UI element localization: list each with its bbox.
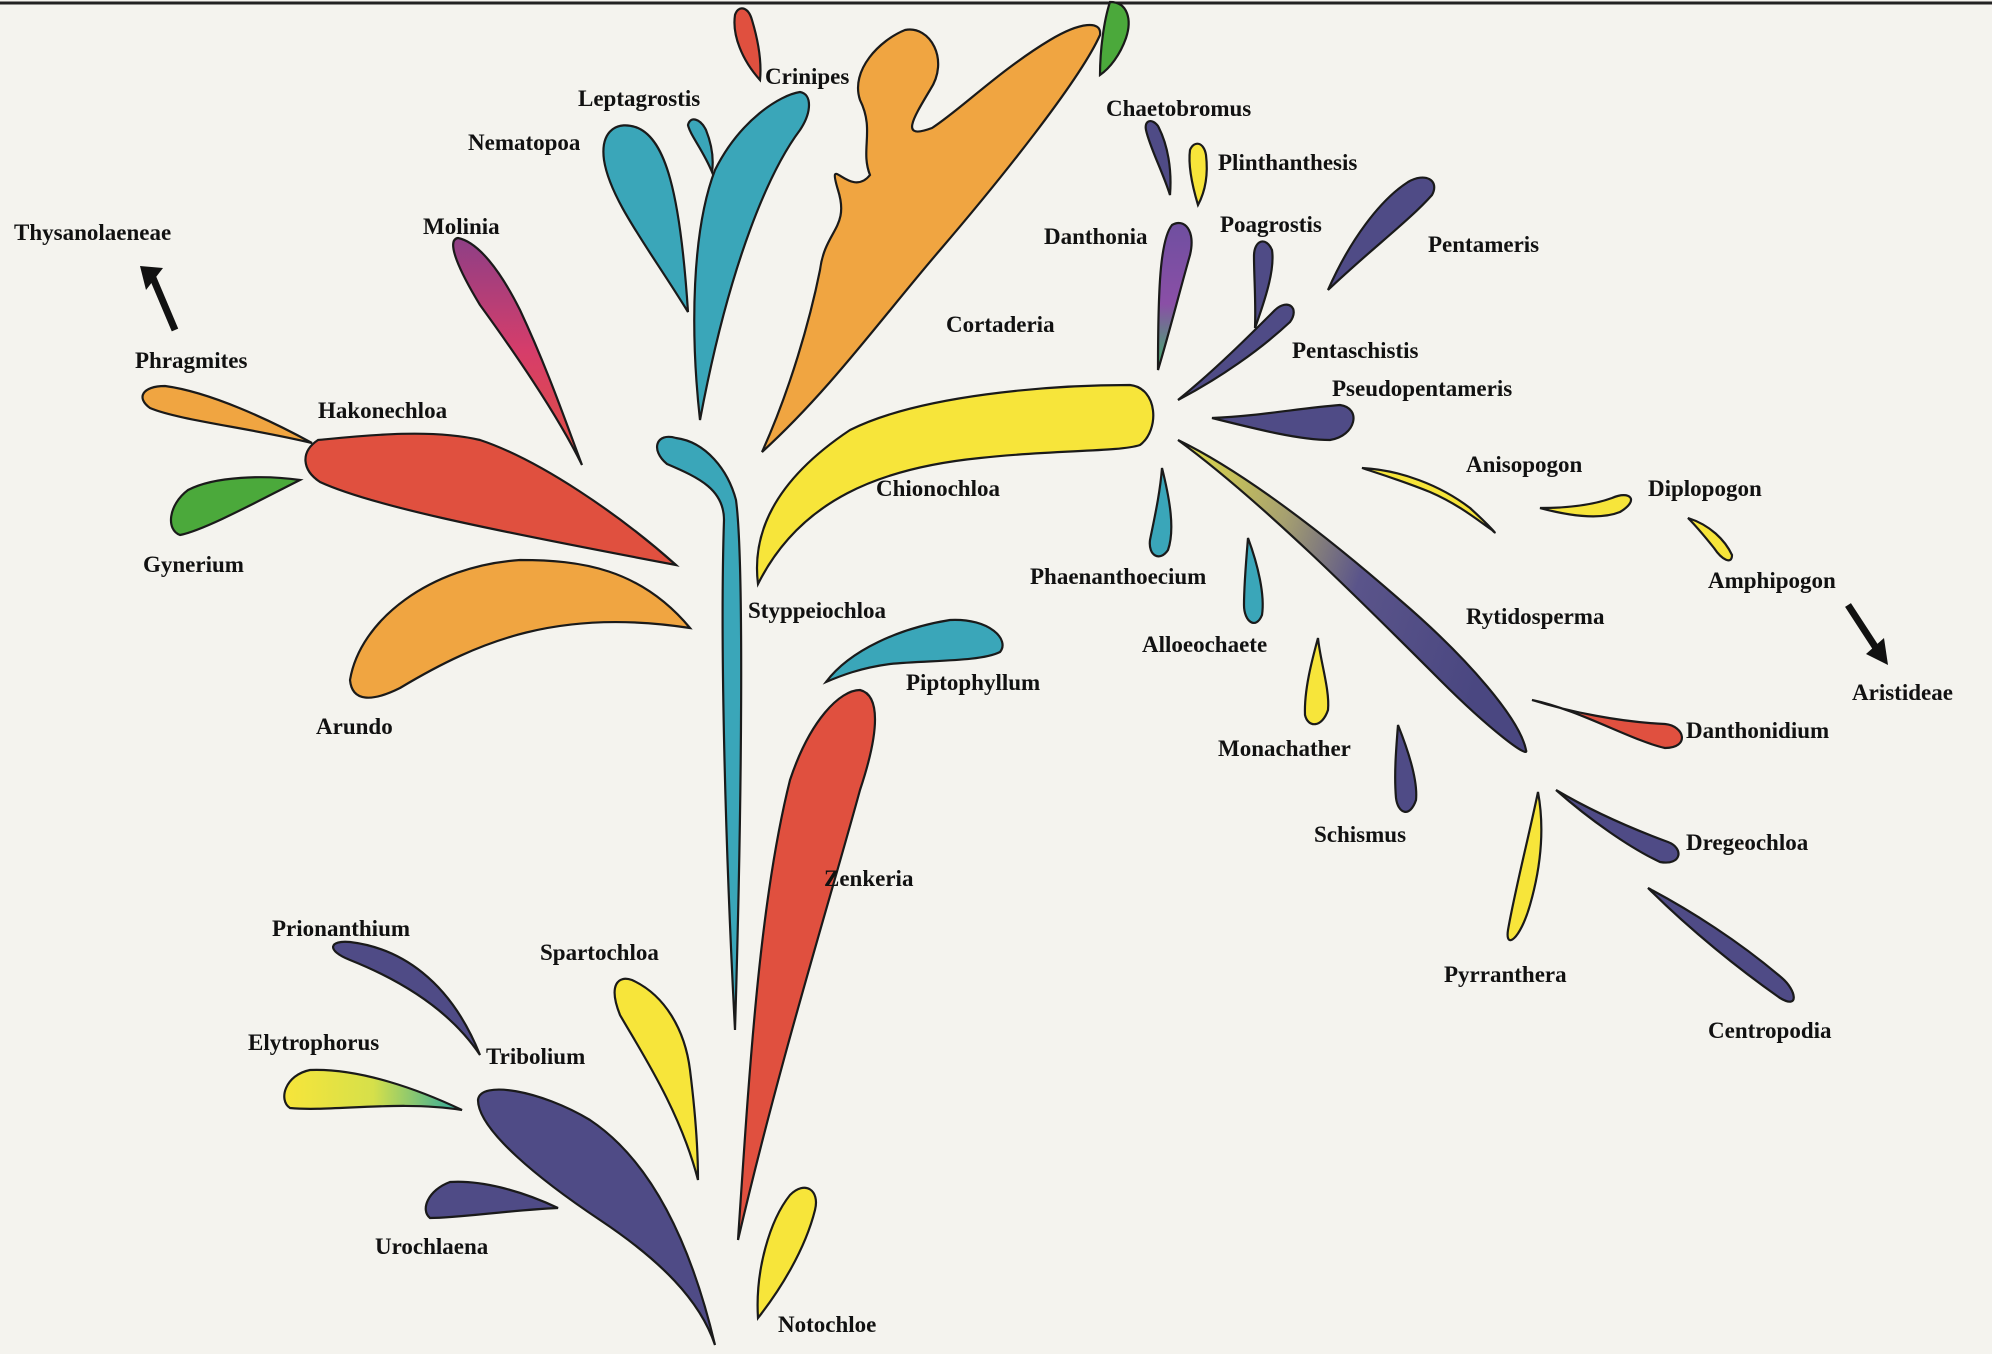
label-pseudopentameris: Pseudopentameris: [1332, 376, 1512, 401]
label-arundo: Arundo: [316, 714, 393, 739]
leaf-chaetobromus: [1146, 121, 1171, 195]
leaf-leptagrostis: [688, 119, 713, 172]
label-prionanthium: Prionanthium: [272, 916, 410, 941]
leaf-pentaschistis: [1178, 305, 1294, 400]
label-plinthanthesis: Plinthanthesis: [1218, 150, 1357, 175]
arrow-to-thysanolaeneae: [140, 266, 175, 330]
leaf-pentameris: [1328, 178, 1434, 290]
leaf-danthonidium: [1532, 700, 1682, 748]
leaf-gynerium: [171, 477, 300, 535]
label-crinipes: Crinipes: [765, 64, 849, 89]
label-piptophyllum: Piptophyllum: [906, 670, 1040, 695]
label-diplopogon: Diplopogon: [1648, 476, 1762, 501]
label-pentaschistis: Pentaschistis: [1292, 338, 1419, 363]
label-styppeiochloa: Styppeiochloa: [748, 598, 887, 623]
label-phragmites: Phragmites: [135, 348, 247, 373]
leaf-amphipogon: [1688, 518, 1732, 560]
leaf-phragmites: [143, 386, 312, 443]
leaf-alloeochaete: [1244, 538, 1263, 623]
label-dregeochloa: Dregeochloa: [1686, 830, 1809, 855]
label-monachather: Monachather: [1218, 736, 1351, 761]
label-hakonechloa: Hakonechloa: [318, 398, 448, 423]
label-amphipogon: Amphipogon: [1708, 568, 1836, 593]
leaf-notochloe: [758, 1188, 816, 1318]
leaf-schismus: [1395, 725, 1416, 812]
leaf-cortaderia-tip: [1100, 2, 1129, 75]
leaf-plinthanthesis: [1189, 144, 1206, 205]
leaf-arundo: [350, 560, 690, 698]
leaf-phaenanthoecium: [1150, 468, 1172, 556]
label-anisopogon: Anisopogon: [1466, 452, 1583, 477]
label-poagrostis: Poagrostis: [1220, 212, 1322, 237]
label-pentameris: Pentameris: [1428, 232, 1539, 257]
label-thysanolaeneae: Thysanolaeneae: [14, 220, 171, 245]
label-gynerium: Gynerium: [143, 552, 244, 577]
leaf-molinia: [453, 238, 582, 465]
label-alloeochaete: Alloeochaete: [1142, 632, 1267, 657]
label-spartochloa: Spartochloa: [540, 940, 659, 965]
label-nematopoa: Nematopoa: [468, 130, 581, 155]
label-molinia: Molinia: [423, 214, 500, 239]
label-rytidosperma: Rytidosperma: [1466, 604, 1605, 629]
leaf-diplopogon: [1540, 495, 1631, 516]
leaf-monachather: [1305, 638, 1328, 724]
leaf-centropodia: [1648, 888, 1794, 1002]
label-phaenanthoecium: Phaenanthoecium: [1030, 564, 1206, 589]
leaf-anisopogon: [1362, 468, 1495, 533]
label-tribolium: Tribolium: [486, 1044, 585, 1069]
label-notochloe: Notochloe: [778, 1312, 876, 1337]
label-centropodia: Centropodia: [1708, 1018, 1832, 1043]
leaf-pyrranthera: [1508, 792, 1542, 940]
leaf-rytidosperma: [1178, 440, 1526, 752]
label-zenkeria: Zenkeria: [824, 866, 914, 891]
leaf-elytrophorus: [284, 1070, 462, 1110]
leaf-crinipes: [734, 8, 760, 80]
label-chionochloa: Chionochloa: [876, 476, 1000, 501]
label-leptagrostis: Leptagrostis: [578, 86, 700, 111]
leaf-danthonia: [1158, 223, 1192, 370]
label-elytrophorus: Elytrophorus: [248, 1030, 379, 1055]
label-pyrranthera: Pyrranthera: [1444, 962, 1567, 987]
label-schismus: Schismus: [1314, 822, 1406, 847]
label-urochlaena: Urochlaena: [375, 1234, 489, 1259]
leaf-crinipes-stem: [694, 92, 809, 420]
label-chaetobromus: Chaetobromus: [1106, 96, 1251, 121]
leaf-spartochloa: [615, 979, 698, 1180]
leaf-nematopoa: [603, 125, 688, 312]
leaf-urochlaena: [426, 1182, 558, 1218]
leaf-hakonechloa: [305, 434, 676, 565]
label-danthonidium: Danthonidium: [1686, 718, 1829, 743]
label-danthonia: Danthonia: [1044, 224, 1148, 249]
leaf-dregeochloa: [1556, 790, 1678, 863]
leaf-pseudopentameris: [1212, 405, 1353, 440]
leaf-styppeiochloa: [657, 437, 741, 1030]
arrow-to-aristideae: [1848, 605, 1888, 665]
label-cortaderia: Cortaderia: [946, 312, 1055, 337]
label-aristideae: Aristideae: [1852, 680, 1953, 705]
leaf-zenkeria: [738, 690, 875, 1240]
